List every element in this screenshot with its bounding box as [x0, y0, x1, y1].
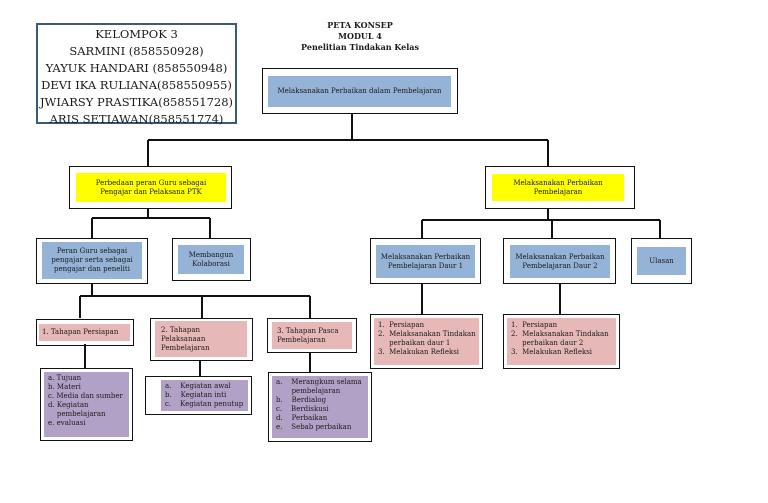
daur2-list: 1. Persiapan 2. Melaksanakan Tindakan pe… — [507, 318, 616, 365]
melaksanakan-node: Melaksanakan Perbaikan Pembelajaran — [492, 174, 624, 201]
pasca-list: a. Merangkum selama pembelajaran b. Berd… — [272, 376, 368, 438]
peran-guru-node: Peran Guru sebagai pengajar serta sebaga… — [42, 242, 142, 279]
list-item: 1. Persiapan — [511, 321, 558, 329]
group-member: YAYUK HANDARI (858550948) — [45, 61, 228, 75]
list-item: 1. Persiapan — [378, 321, 425, 329]
title-line-2: MODUL 4 — [338, 31, 382, 41]
title-line-3: Penelitian Tindakan Kelas — [301, 42, 419, 52]
daur1-node: Melaksanakan Perbaikan Pembelajaran Daur… — [376, 245, 475, 278]
tahapan-pasca-node: 3. Tahapan Pasca Pembelajaran — [272, 322, 352, 349]
page-title: PETA KONSEP MODUL 4 Penelitian Tindakan … — [280, 20, 440, 53]
list-item: b. Kegiatan inti — [165, 391, 227, 399]
group-title: KELOMPOK 3 — [95, 27, 178, 41]
title-line-1: PETA KONSEP — [327, 20, 393, 30]
daur2-node: Melaksanakan Perbaikan Pembelajaran Daur… — [510, 245, 610, 278]
ulasan-node: Ulasan — [637, 247, 686, 275]
list-item: a. Kegiatan awal — [165, 382, 231, 390]
tahapan-pelaksanaan-node: 2. Tahapan Pelaksanaan Pembelajaran — [155, 321, 247, 357]
persiapan-list: a. Tujuan b. Materi c. Media dan sumber … — [44, 372, 129, 437]
pelaksanaan-list: a. Kegiatan awal b. Kegiatan inti c. Keg… — [161, 380, 248, 411]
kolaborasi-node: Membangun Kolaborasi — [178, 245, 244, 274]
list-item: b. Materi — [48, 383, 81, 391]
list-item: perbaikan daur 1 — [378, 339, 451, 347]
list-item: d. Perbaikan — [276, 414, 328, 422]
group-members-box: KELOMPOK 3 SARMINI (858550928) YAYUK HAN… — [36, 23, 237, 126]
list-item: 3. Melakukan Refleksi — [378, 348, 460, 356]
daur1-list: 1. Persiapan 2. Melaksanakan Tindakan pe… — [374, 318, 479, 365]
root-node: Melaksanakan Perbaikan dalam Pembelajara… — [268, 76, 451, 107]
list-item: 3. Melakukan Refleksi — [511, 348, 593, 356]
tahapan-persiapan-node: 1. Tahapan Persiapan — [39, 324, 130, 341]
list-item: e. Sebab perbaikan — [276, 423, 352, 431]
tahapan-persiapan-frame — [36, 319, 134, 346]
list-item: b. Berdialog — [276, 396, 327, 404]
list-item: a. Tujuan — [48, 374, 82, 382]
group-member: SARMINI (858550928) — [69, 44, 204, 58]
perbedaan-node: Perbedaan peran Guru sebagai Pengajar da… — [76, 173, 226, 202]
list-item: c. Berdiskusi — [276, 405, 329, 413]
list-item: 2. Melaksanakan Tindakan — [378, 330, 476, 338]
group-member: JWIARSY PRASTIKA(858551728) — [39, 95, 234, 109]
list-item: c. Media dan sumber — [48, 392, 123, 400]
group-member: DEVI IKA RULIANA(858550955) — [41, 78, 232, 92]
list-item: pembelajaran — [276, 387, 341, 395]
list-item: 2. Melaksanakan Tindakan — [511, 330, 609, 338]
list-item: d. Kegiatan — [48, 401, 89, 409]
list-item: c. Kegiatan penutup — [165, 400, 244, 408]
list-item: pembelajaran — [48, 410, 106, 418]
group-member: ARIS SETIAWAN(858551774) — [49, 112, 224, 126]
list-item: perbaikan daur 2 — [511, 339, 584, 347]
list-item: e. evaluasi — [48, 419, 86, 427]
list-item: a. Merangkum selama — [276, 378, 362, 386]
